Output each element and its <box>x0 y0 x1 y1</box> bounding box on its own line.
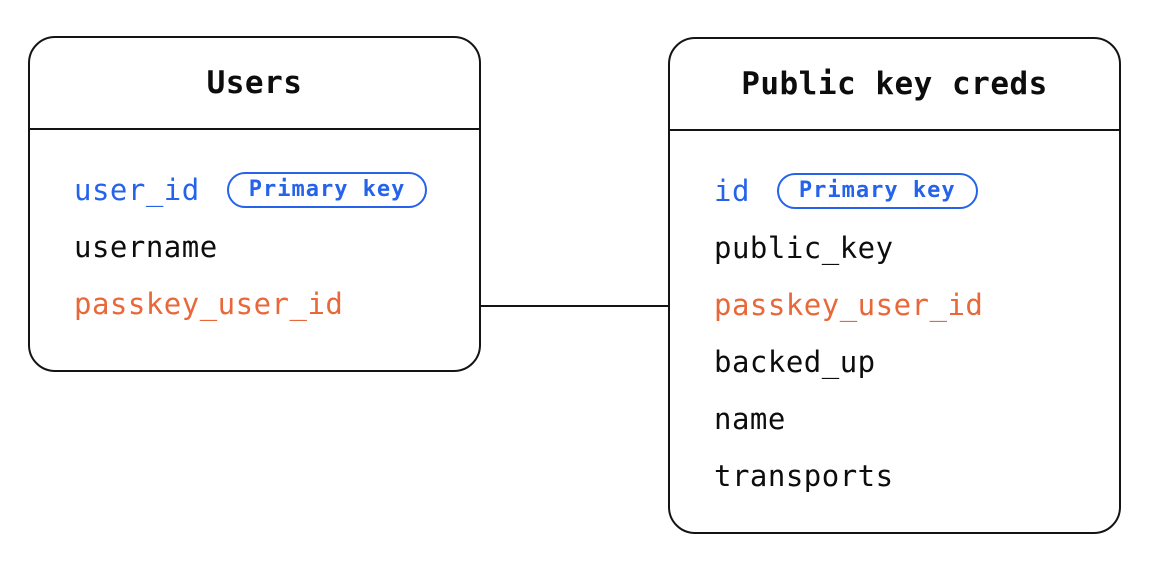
table-public-key-creds-title: Public key creds <box>741 66 1048 102</box>
field-name: name <box>714 401 786 436</box>
table-users-fields: user_id Primary key username passkey_use… <box>30 130 479 332</box>
table-users-header: Users <box>30 38 479 130</box>
relationship-line <box>481 305 668 307</box>
field-name: passkey_user_id <box>714 287 984 322</box>
field-row-passkey-user-id: passkey_user_id <box>714 276 1119 333</box>
field-row-backed-up: backed_up <box>714 333 1119 390</box>
table-public-key-creds-fields: id Primary key public_key passkey_user_i… <box>670 131 1119 504</box>
field-row-passkey-user-id: passkey_user_id <box>74 275 479 332</box>
field-row-transports: transports <box>714 447 1119 504</box>
field-name: passkey_user_id <box>74 286 344 321</box>
field-name: user_id <box>74 172 200 207</box>
field-name: transports <box>714 458 894 493</box>
field-row-name: name <box>714 390 1119 447</box>
table-users-title: Users <box>206 65 303 101</box>
field-row-username: username <box>74 218 479 275</box>
field-name: username <box>74 229 218 264</box>
field-row-user-id: user_id Primary key <box>74 161 479 218</box>
field-row-public-key: public_key <box>714 219 1119 276</box>
primary-key-badge: Primary key <box>226 171 428 208</box>
field-row-id: id Primary key <box>714 162 1119 219</box>
field-name: public_key <box>714 230 894 265</box>
table-users: Users user_id Primary key username passk… <box>28 36 481 372</box>
table-public-key-creds-header: Public key creds <box>670 39 1119 131</box>
table-public-key-creds: Public key creds id Primary key public_k… <box>668 37 1121 534</box>
field-name: id <box>714 173 750 208</box>
primary-key-badge: Primary key <box>776 172 978 209</box>
field-name: backed_up <box>714 344 876 379</box>
